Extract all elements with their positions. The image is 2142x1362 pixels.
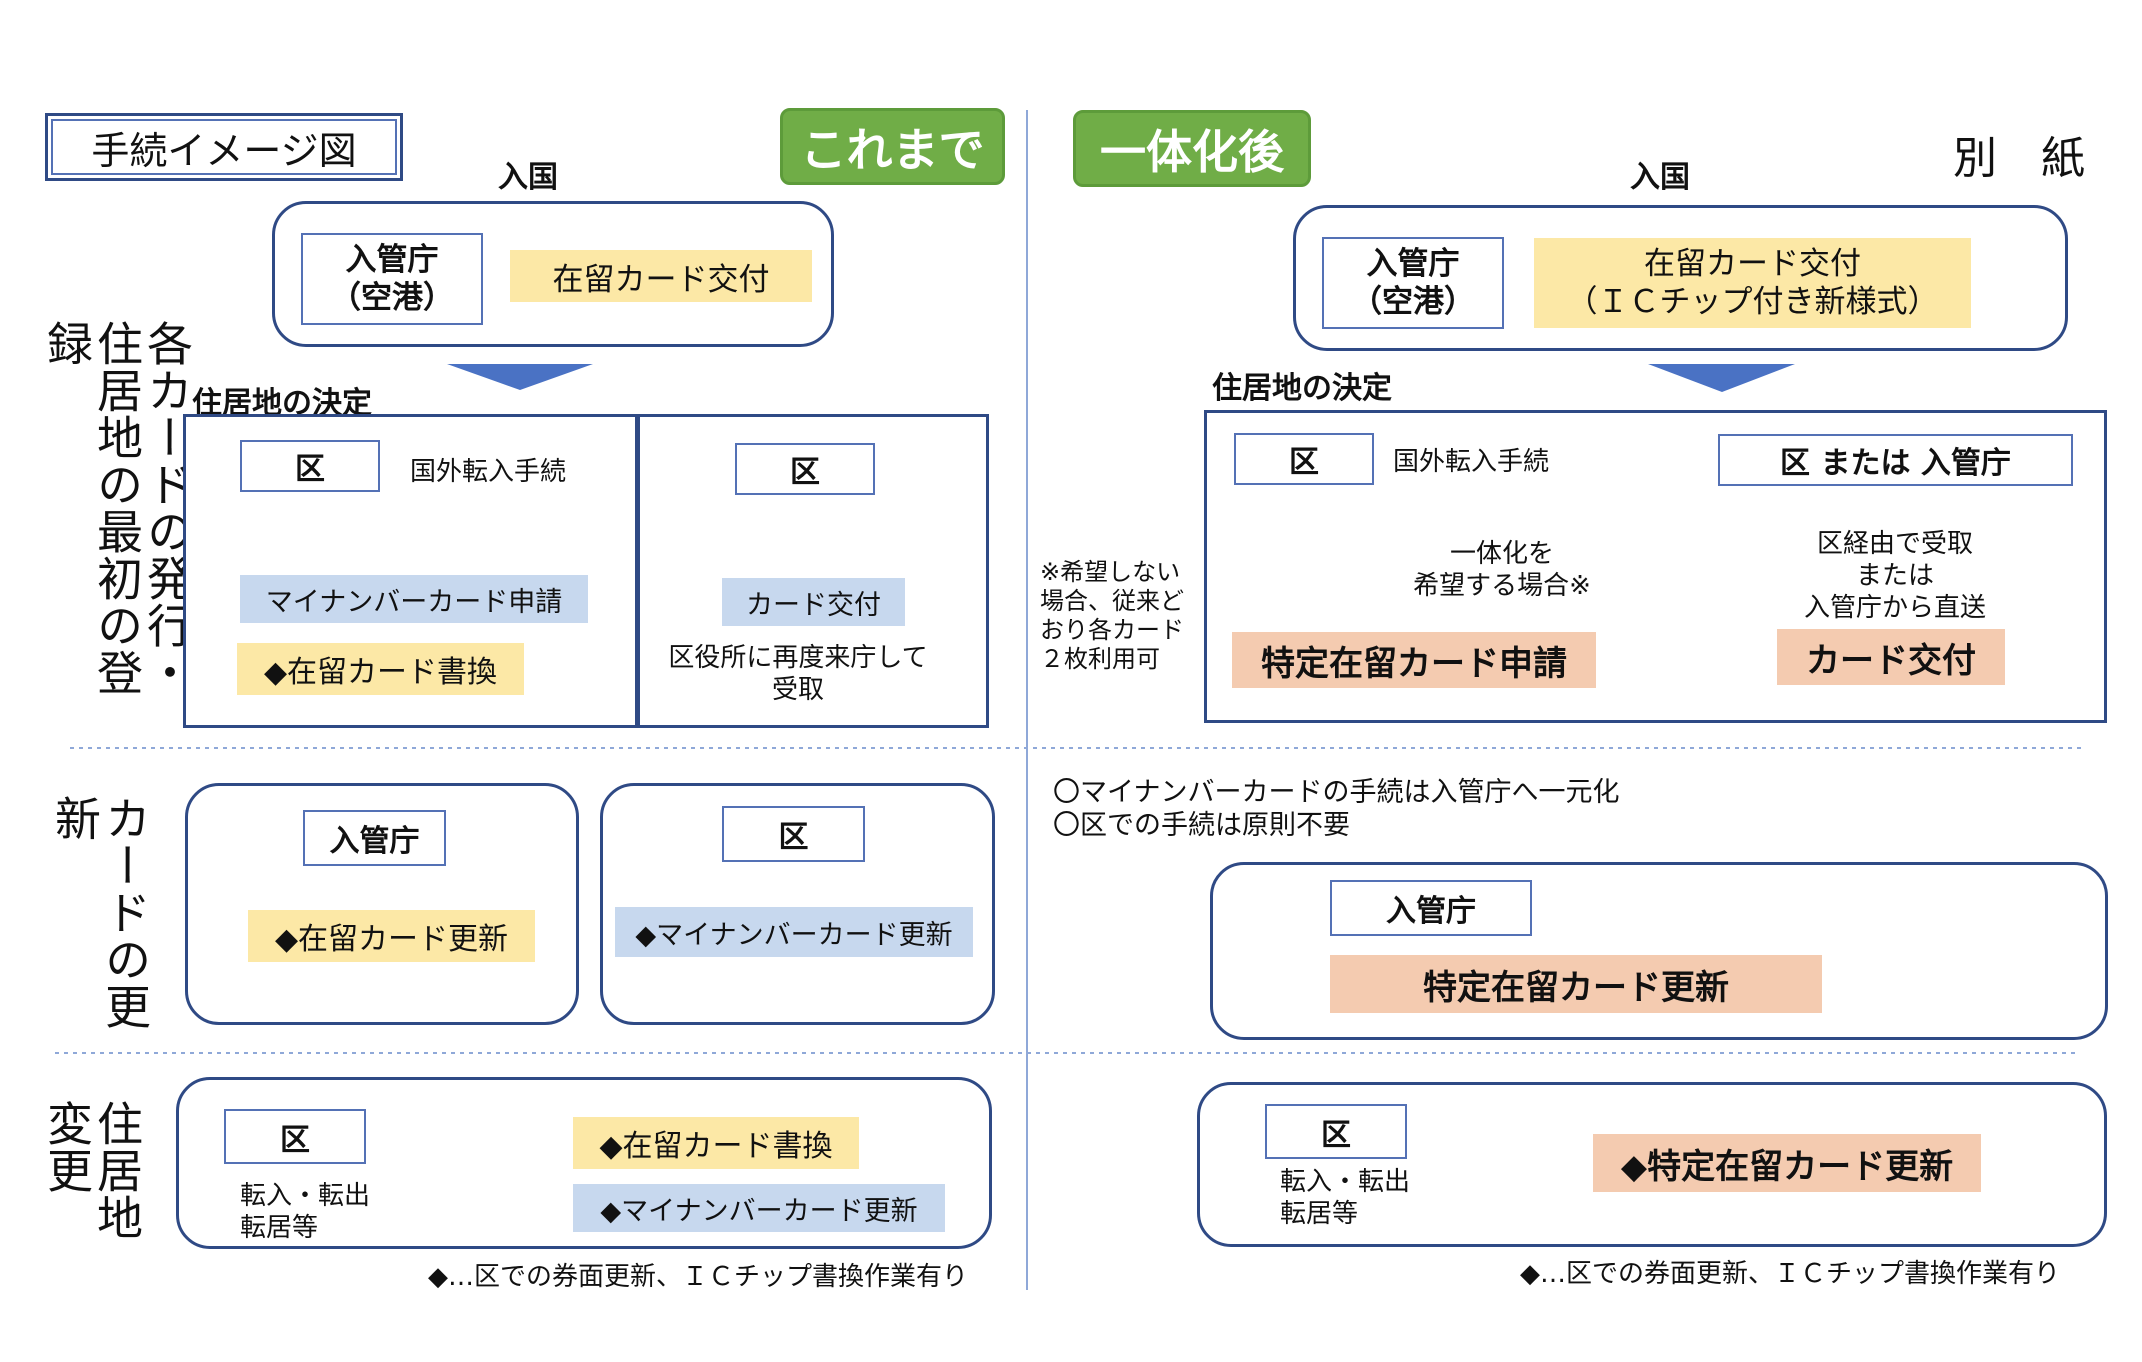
after-immigration-airport: 入管庁 （空港） xyxy=(1322,237,1504,329)
before-mynumber-apply: マイナンバーカード申請 xyxy=(240,575,588,623)
attachment-label: 別 紙 xyxy=(1953,133,2085,184)
before-revisit-note: 区役所に再度来庁して 受取 xyxy=(668,643,928,705)
after-foreign-transfer: 国外転入手続 xyxy=(1393,447,1550,477)
after-label: 一体化後 xyxy=(1073,110,1311,187)
before-label: これまで xyxy=(780,108,1005,185)
before-ward-label-2: 区 xyxy=(735,443,875,495)
before-renew-immigration-box xyxy=(185,783,579,1025)
after-note-ward: 〇区での手続は原則不要 xyxy=(1053,810,1350,841)
before-address-move: 転入・転出 転居等 xyxy=(240,1181,371,1243)
before-residence-card-issue: 在留カード交付 xyxy=(510,250,812,302)
after-renew-immigration-label: 入管庁 xyxy=(1330,880,1532,936)
before-address-ward-label: 区 xyxy=(224,1109,366,1164)
row-label-first-registration: 各カードの発行・ 住居地の最初の登録 xyxy=(40,320,194,696)
after-ward-or-immigration: 区 または 入管庁 xyxy=(1718,434,2073,486)
after-footnote: ◆…区での券面更新、ＩＣチップ書換作業有り xyxy=(1520,1259,2060,1289)
after-note-mynumber: 〇マイナンバーカードの手続は入管庁へ一元化 xyxy=(1053,777,1620,808)
before-renew-ward-label: 区 xyxy=(722,806,865,862)
after-address-special-renew: ◆特定在留カード更新 xyxy=(1593,1134,1981,1192)
after-special-card-apply: 特定在留カード申請 xyxy=(1232,632,1596,688)
after-side-note: ※希望しない 場合、従来ど おり各カード ２枚利用可 xyxy=(1040,558,1184,673)
after-renew-special-card: 特定在留カード更新 xyxy=(1330,955,1822,1013)
before-renew-residence-card: ◆在留カード更新 xyxy=(248,910,535,962)
after-residence-card-issue-new: 在留カード交付 （ＩＣチップ付き新様式） xyxy=(1534,238,1971,328)
row-label-address-change: 住居地 変更 xyxy=(40,1100,144,1241)
before-address-residence-rewrite: ◆在留カード書換 xyxy=(573,1117,859,1169)
after-ward-label: 区 xyxy=(1234,433,1374,485)
before-address-mynumber-renew: ◆マイナンバーカード更新 xyxy=(573,1184,945,1232)
after-residence-decision: 住居地の決定 xyxy=(1212,371,1392,406)
before-renew-mynumber: ◆マイナンバーカード更新 xyxy=(615,907,973,957)
diagram-title: 手続イメージ図 xyxy=(45,113,403,181)
after-receive-methods: 区経由で受取 または 入管庁から直送 xyxy=(1803,529,1986,623)
after-integration-wish: 一体化を 希望する場合※ xyxy=(1413,539,1591,601)
before-footnote: ◆…区での券面更新、ＩＣチップ書換作業有り xyxy=(428,1262,968,1292)
after-card-issue: カード交付 xyxy=(1777,629,2005,685)
before-residence-rewrite: ◆在留カード書換 xyxy=(237,643,524,695)
down-triangle-before xyxy=(447,364,593,390)
down-triangle-after xyxy=(1648,364,1795,392)
before-renew-immigration-label: 入管庁 xyxy=(303,810,446,866)
row-label-card-renewal: カードの更新 xyxy=(48,795,152,1030)
after-entry-label: 入国 xyxy=(1630,160,1690,195)
before-entry-label: 入国 xyxy=(498,160,558,195)
before-ward-label: 区 xyxy=(240,440,380,492)
before-immigration-airport: 入管庁 （空港） xyxy=(301,233,483,325)
before-foreign-transfer: 国外転入手続 xyxy=(410,457,567,487)
after-address-move: 転入・転出 転居等 xyxy=(1280,1167,1411,1229)
after-address-ward-label: 区 xyxy=(1265,1104,1407,1159)
before-card-issue: カード交付 xyxy=(722,578,905,626)
